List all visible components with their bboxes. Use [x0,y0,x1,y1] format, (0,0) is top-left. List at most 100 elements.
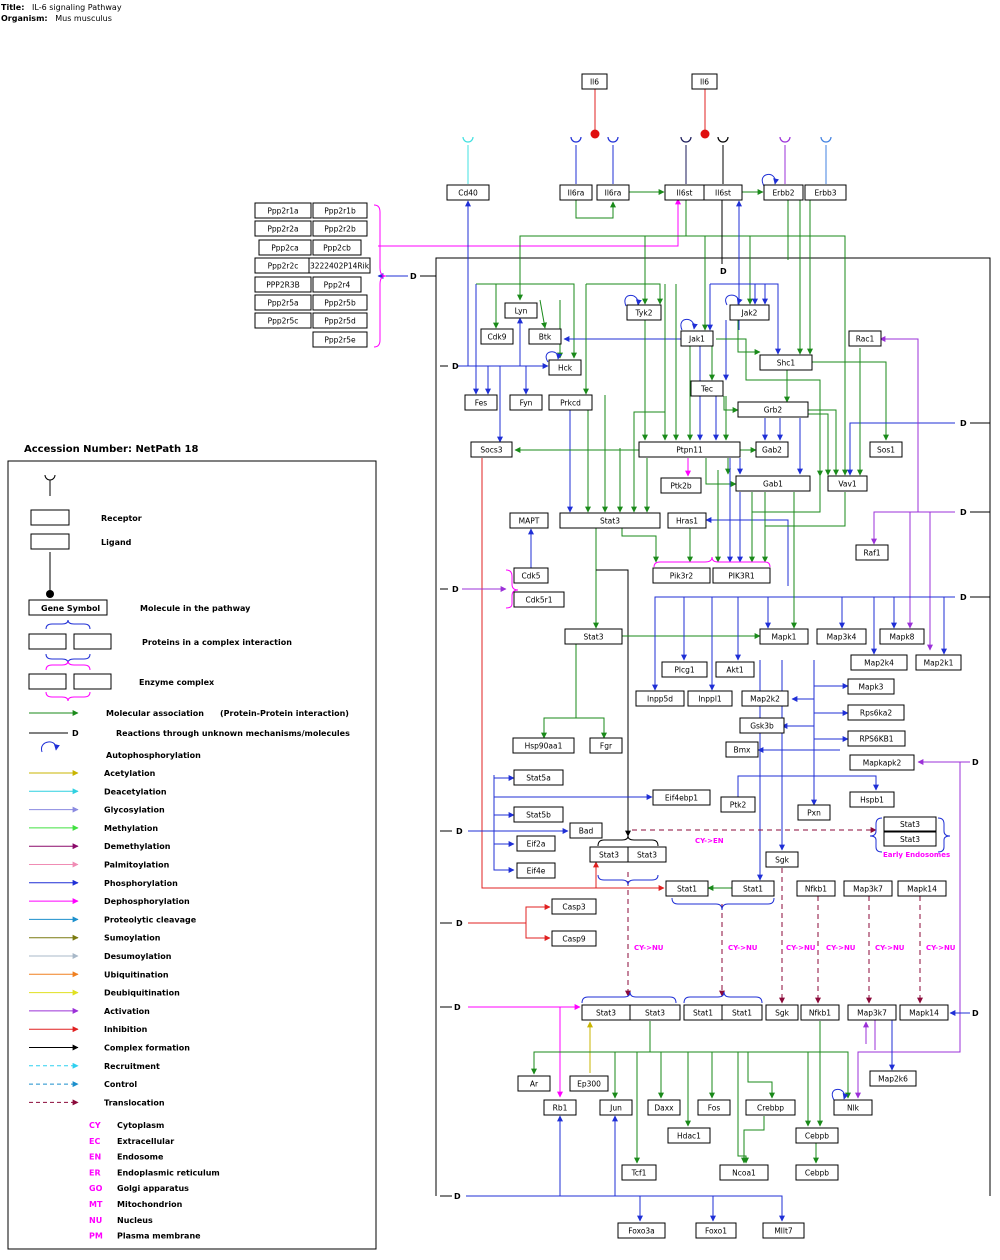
node-mapk3[interactable]: Mapk3 [847,678,895,695]
node-cdk5r1[interactable]: Cdk5r1 [513,591,565,608]
node-grb2[interactable]: Grb2 [737,401,809,418]
node-nu-sgk[interactable]: Sgk [765,1004,799,1021]
node-eif2a[interactable]: Eif2a [516,835,556,852]
node-plcg1[interactable]: Plcg1 [661,661,708,678]
node-fes[interactable]: Fes [464,394,498,411]
node-jun[interactable]: Jun [599,1099,633,1116]
node-ppp2r2c[interactable]: Ppp2r2c [254,257,312,274]
node-ppp2r2a[interactable]: Ppp2r2a [254,220,312,237]
node-shc1[interactable]: Shc1 [759,354,813,371]
node-nlk[interactable]: Nlk [833,1099,873,1116]
node-map3k4[interactable]: Map3k4 [816,628,867,645]
node-gab2[interactable]: Gab2 [755,441,789,458]
node-stat3a[interactable]: Stat3 [559,512,661,529]
node-btk[interactable]: Btk [528,328,562,345]
node-tec[interactable]: Tec [690,380,724,397]
node-map3k7-cy[interactable]: Map3k7 [843,880,893,897]
node-tyk2[interactable]: Tyk2 [626,304,662,321]
node-gab1[interactable]: Gab1 [735,475,811,492]
node-pik3r2[interactable]: Pik3r2 [652,567,711,584]
node-rps6ka2[interactable]: Rps6ka2 [847,704,905,721]
node-jak1[interactable]: Jak1 [680,330,714,347]
node-hck[interactable]: Hck [548,359,582,376]
node-bmx[interactable]: Bmx [725,741,759,758]
node-ptk2[interactable]: Ptk2 [720,796,756,813]
node-map14-cy[interactable]: Mapk14 [897,880,947,897]
node-mllt7[interactable]: Mllt7 [762,1222,805,1239]
node-crebbp[interactable]: Crebbp [745,1099,796,1116]
node-ppp2r1b[interactable]: Ppp2r1b [312,202,368,219]
node-jak2[interactable]: Jak2 [729,304,770,321]
node-hspb1[interactable]: Hspb1 [849,791,895,808]
node-sos1[interactable]: Sos1 [869,441,903,458]
node-ppp2r5b[interactable]: Ppp2r5b [312,294,368,311]
node-ep300[interactable]: Ep300 [569,1075,609,1092]
node-inpp5d[interactable]: Inpp5d [635,690,685,707]
node-map2k2[interactable]: Map2k2 [741,690,789,707]
node-nu-stat3a[interactable]: Stat3 [581,1004,631,1021]
node-casp9[interactable]: Casp9 [551,930,597,947]
node-rps6kb1[interactable]: RPS6KB1 [847,730,906,747]
node-il6-l2[interactable]: Il6 [691,73,718,90]
node-ptk2b[interactable]: Ptk2b [660,477,702,494]
node-akt1[interactable]: Akt1 [715,661,755,678]
node-nu-mapk14[interactable]: Mapk14 [899,1004,949,1021]
node-stat5a[interactable]: Stat5a [513,769,564,786]
node-cdk9[interactable]: Cdk9 [480,328,514,345]
node-mapk1[interactable]: Mapk1 [759,628,809,645]
node-gsk3b[interactable]: Gsk3b [739,717,785,734]
node-vav1[interactable]: Vav1 [827,475,868,492]
node-stat3c2[interactable]: Stat3 [627,846,667,863]
node-pik3r1[interactable]: PIK3R1 [712,567,771,584]
node-ppp2r5a[interactable]: Ppp2r5a [254,294,312,311]
node-nu-stat1b[interactable]: Stat1 [721,1004,763,1021]
node-map2k6[interactable]: Map2k6 [869,1070,917,1087]
node-rac1[interactable]: Rac1 [848,330,882,347]
node-map2k1[interactable]: Map2k1 [915,654,962,671]
node-daxx[interactable]: Daxx [647,1099,681,1116]
node-socs3[interactable]: Socs3 [470,441,513,458]
node-ppp2ca[interactable]: Ppp2ca [258,239,312,256]
node-ar[interactable]: Ar [517,1075,551,1092]
node-pxn[interactable]: Pxn [797,804,831,821]
node-nu-stat1a[interactable]: Stat1 [683,1004,723,1021]
node-rb1[interactable]: Rb1 [543,1099,577,1116]
node-foxo3a[interactable]: Foxo3a [617,1222,666,1239]
node-ppp2r5c[interactable]: Ppp2r5c [254,312,312,329]
node-mapkapk2[interactable]: Mapkapk2 [849,754,915,771]
node-ptpn11[interactable]: Ptpn11 [638,441,741,458]
node-stat3b[interactable]: Stat3 [564,628,623,645]
node-eif4e[interactable]: Eif4e [516,862,556,879]
node-foxo1[interactable]: Foxo1 [695,1222,737,1239]
node-erbb3[interactable]: Erbb3 [804,184,847,201]
node-ee-stat3a[interactable]: Stat3 [883,816,937,832]
node-cebpb1[interactable]: Cebpb [795,1127,839,1144]
node-bad[interactable]: Bad [569,822,603,839]
node-ee-stat3b[interactable]: Stat3 [883,831,937,847]
node-cdk5[interactable]: Cdk5 [513,567,549,584]
node-nu-nfkb1[interactable]: Nfkb1 [800,1004,840,1021]
node-eif4ebp1[interactable]: Eif4ebp1 [652,789,711,806]
node-prkcd[interactable]: Prkcd [548,394,593,411]
node-il6ra2[interactable]: Il6ra [596,184,630,201]
node-cebpb2[interactable]: Cebpb [795,1164,839,1181]
node-ppp2r5e[interactable]: Ppp2r5e [312,331,368,348]
node-erbb2[interactable]: Erbb2 [763,184,804,201]
node-lyn[interactable]: Lyn [504,302,538,319]
node-nfkb1-cy[interactable]: Nfkb1 [796,880,836,897]
node-sgk-cy[interactable]: Sgk [765,851,799,868]
node-stat1b[interactable]: Stat1 [731,880,775,897]
node-map2k4[interactable]: Map2k4 [850,654,908,671]
node-hras1[interactable]: Hras1 [667,512,707,529]
node-nu-map3k7[interactable]: Map3k7 [847,1004,897,1021]
node-stat1a[interactable]: Stat1 [665,880,709,897]
node-ppp2r2b[interactable]: Ppp2r2b [312,220,368,237]
node-ppp2r1a[interactable]: Ppp2r1a [254,202,312,219]
node-ppp2r5d[interactable]: Ppp2r5d [312,312,368,329]
node-fos[interactable]: Fos [697,1099,731,1116]
node-p3222402[interactable]: 3222402P14Rik [308,257,371,274]
node-il6st2[interactable]: Il6st [703,184,743,201]
node-stat5b[interactable]: Stat5b [513,806,564,823]
node-cd40[interactable]: Cd40 [446,184,490,201]
node-il6-l1[interactable]: Il6 [581,73,608,90]
